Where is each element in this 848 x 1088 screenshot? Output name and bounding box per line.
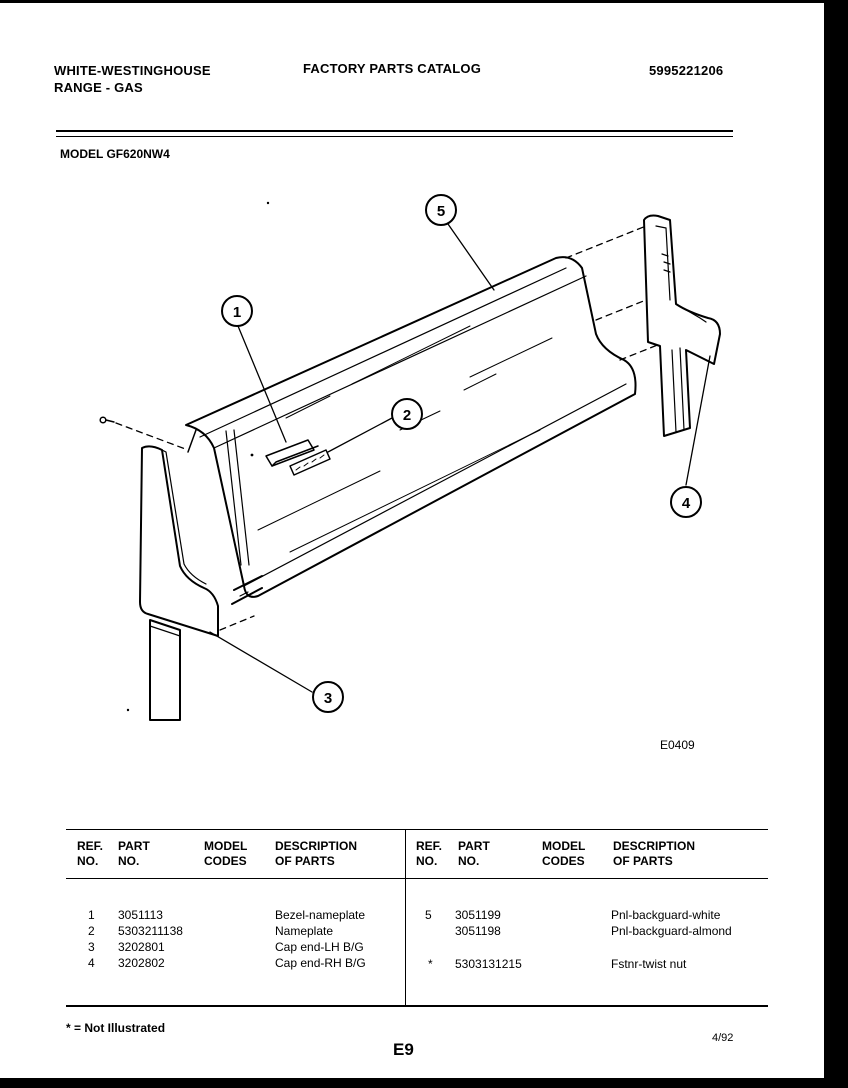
ref-no: 1 [88,908,95,922]
svg-text:4: 4 [682,495,691,512]
header-rule-thick [56,130,733,132]
part-description: Pnl-backguard-white [611,908,721,922]
col-ref-no: REF.NO. [77,839,104,868]
revision-date: 4/92 [712,1032,734,1044]
model-label: MODEL GF620NW4 [60,147,170,161]
catalog-number: 5995221206 [649,63,724,78]
part-description: Cap end-RH B/G [275,956,366,970]
part-description: Bezel-nameplate [275,908,366,922]
callout-5: 5 [425,194,457,226]
header-rule-thin [56,136,733,137]
callout-2: 2 [391,398,423,430]
twist-nut [99,416,115,424]
table-center-divider [405,829,406,1006]
page-number: E9 [393,1040,414,1059]
ref-no: 5 [425,908,432,922]
page-border-bottom [0,1078,848,1088]
part-description: Cap end-LH B/G [275,940,364,954]
end-cap-right [643,214,721,437]
part-no: 3051113 [118,908,163,922]
part-no: 3051198 [455,924,501,938]
part-no: 3051199 [455,908,501,922]
end-cap-left [139,445,219,721]
assembly-guide-lines [115,225,661,631]
nameplate [289,449,331,476]
table-header-rule [66,878,768,879]
brand-name: WHITE-WESTINGHOUSE [54,63,211,78]
svg-text:3: 3 [324,690,332,707]
exploded-parts-diagram: 1 2 3 4 5 [99,194,721,721]
svg-text:2: 2 [403,407,411,424]
callout-1: 1 [221,295,253,327]
bezel-nameplate [250,439,319,467]
ref-no: 2 [88,924,95,938]
svg-text:1: 1 [233,304,241,321]
footnote-not-illustrated: * = Not Illustrated [66,1021,166,1035]
callout-4: 4 [670,486,702,518]
part-no: 3202802 [118,956,165,970]
callout-3: 3 [312,681,344,713]
ref-no: 3 [88,940,95,954]
product-type: RANGE - GAS [54,80,143,95]
part-description: Nameplate [275,924,334,938]
catalog-title: FACTORY PARTS CATALOG [303,61,482,76]
col-ref-no: REF.NO. [416,839,443,868]
part-description: Fstnr-twist nut [611,957,687,971]
ref-no: 4 [88,956,95,970]
page-border-right [824,0,848,1088]
table-top-rule [66,829,768,830]
figure-id: E0409 [660,738,695,752]
part-description: Pnl-backguard-almond [611,924,732,938]
page-border-top [0,0,826,3]
svg-text:5: 5 [437,203,445,220]
leader-lines [209,223,711,693]
part-no: 5303131215 [455,957,522,971]
part-no: 5303211138 [118,924,183,938]
backguard-panel [185,256,637,605]
part-no: 3202801 [118,940,165,954]
table-bottom-rule [66,1005,768,1007]
ref-no: * [428,957,433,971]
header-brand-block: WHITE-WESTINGHOUSE RANGE - GAS [54,62,211,96]
